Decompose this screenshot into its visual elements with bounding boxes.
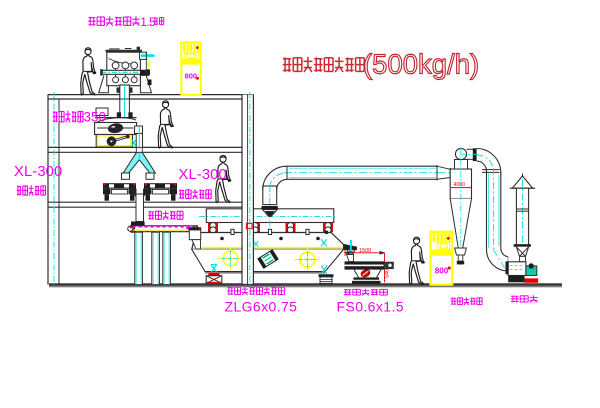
svg-text:1.5: 1.5 [140,15,156,29]
svg-text:ZLG6x0.75: ZLG6x0.75 [225,299,298,315]
svg-text:800: 800 [185,71,198,80]
svg-text:4000: 4000 [454,182,466,188]
svg-text:XL-300: XL-300 [14,164,62,180]
svg-text:XL-300: XL-300 [179,167,227,183]
svg-text:1500: 1500 [359,248,371,254]
svg-text:350: 350 [84,110,107,125]
svg-text:(500kg/h): (500kg/h) [363,49,479,80]
svg-text:540: 540 [385,269,391,278]
svg-text:FS0.6x1.5: FS0.6x1.5 [337,299,404,315]
svg-text:800: 800 [435,267,449,276]
